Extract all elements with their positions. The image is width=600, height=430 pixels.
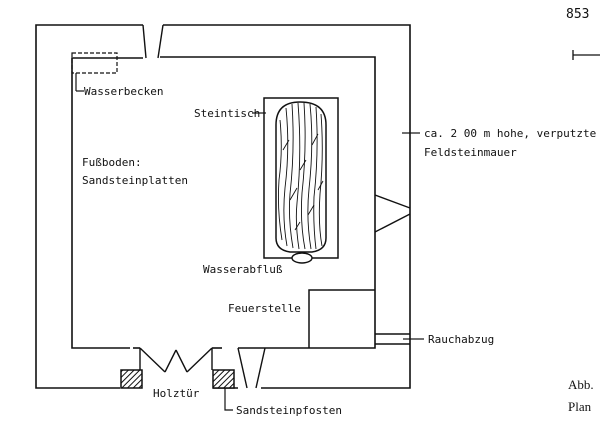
inner-wall [71,56,376,349]
sandsteinpfosten-leader [224,388,233,411]
label-rauchabzug: Rauchabzug [428,333,494,346]
page-number: 853 [566,7,589,22]
sandsteinpfosten-right [212,369,235,389]
caption-line-2: Plan [568,399,592,414]
holztuer-door [139,347,213,373]
label-wasserabfluss: Wasserabfluß [203,263,283,276]
steintisch-table [263,97,339,264]
label-wall-1: ca. 2 00 m hohe, verputzte [424,127,596,140]
arrow-marker-icon [572,50,600,60]
bottom-wall-slit [237,347,266,389]
label-steintisch: Steintisch [194,107,260,120]
wasserbecken-basin [71,52,118,92]
label-fussboden-2: Sandsteinplatten [82,174,188,187]
sandsteinpfosten-left [120,369,143,389]
label-wasserbecken: Wasserbecken [84,85,163,98]
label-sandsteinpfosten: Sandsteinpfosten [236,404,342,417]
top-wall-slit [142,24,164,59]
label-fussboden-1: Fußboden: [82,156,142,169]
right-wall-slit [374,194,411,233]
label-holztuer: Holztür [153,387,200,400]
feuerstelle-fireplace [308,289,375,348]
outer-wall [35,24,411,389]
chimney-channel [375,333,410,345]
label-wall-2: Feldsteinmauer [424,146,517,159]
caption-line-1: Abb. [568,377,594,392]
label-feuerstelle: Feuerstelle [228,302,301,315]
